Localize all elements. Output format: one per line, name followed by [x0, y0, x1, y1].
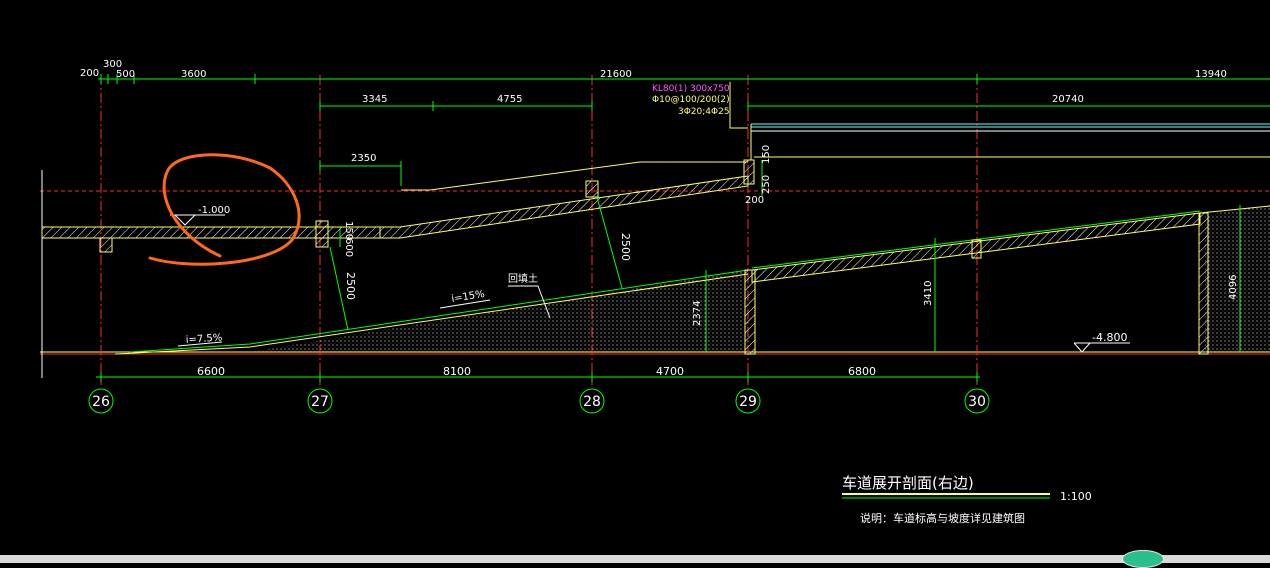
axis-bubble-27: 27 — [307, 388, 333, 414]
vdim-150-right: 150 — [761, 145, 772, 164]
svg-text:30: 30 — [968, 394, 986, 410]
bdim-4700: 4700 — [656, 365, 684, 378]
left-slab — [41, 226, 381, 239]
ramp-top-outline — [401, 161, 748, 191]
axis-bubble-29: 29 — [735, 388, 761, 414]
elevation-left: -1.000 — [198, 205, 230, 216]
bdim-6800: 6800 — [848, 365, 876, 378]
inclined-slab — [379, 175, 749, 239]
axis-bubble-30: 30 — [964, 388, 990, 414]
slope-small-arrow — [177, 341, 223, 347]
vdim-4096: 4096 — [1228, 275, 1239, 300]
bdim-8100: 8100 — [443, 365, 471, 378]
svg-text:28: 28 — [583, 394, 601, 410]
axis-bubble-26: 26 — [88, 388, 114, 414]
axis-bubble-28: 28 — [579, 388, 605, 414]
elevation-mark-right — [1073, 342, 1130, 353]
dim-3600: 3600 — [181, 69, 206, 80]
elevation-right: -4.800 — [1092, 331, 1127, 344]
beam-stub-29 — [743, 159, 755, 185]
vdim-250: 250 — [761, 175, 772, 194]
vdim-2500-left: 2500 — [344, 272, 357, 300]
status-button[interactable] — [1122, 550, 1164, 568]
beam-stub-28 — [585, 180, 599, 198]
vdim-150: 150 — [343, 221, 354, 240]
annotation-circle[interactable] — [148, 153, 301, 266]
upper-platform — [750, 123, 1270, 160]
rebar-label-main: 3Φ20;4Φ25 — [678, 107, 730, 117]
beam-stub-lower — [971, 239, 982, 259]
dim-13940: 13940 — [1195, 69, 1227, 80]
fill-leader — [508, 285, 551, 319]
dim-300: 300 — [103, 59, 122, 70]
vdim-600: 600 — [343, 238, 354, 257]
drawing-scale: 1:100 — [1060, 490, 1092, 503]
bottom-dimension-chain — [96, 372, 980, 382]
lower-ramp-line-yellow — [114, 273, 749, 355]
bdim-6600: 6600 — [197, 365, 225, 378]
vertical-dims — [329, 160, 1241, 352]
dim-2350: 2350 — [351, 153, 376, 164]
svg-text:26: 26 — [92, 394, 110, 410]
right-fill — [1205, 205, 1270, 352]
dim-3345: 3345 — [362, 94, 387, 105]
status-bar — [0, 555, 1270, 563]
slab-extension — [1199, 205, 1270, 214]
vdim-3410: 3410 — [923, 281, 934, 306]
svg-text:27: 27 — [311, 394, 329, 410]
top-dimension-chain — [98, 74, 1270, 186]
elevation-mark-left — [170, 214, 225, 226]
drawing-title: 车道展开剖面(右边) — [842, 474, 974, 492]
wall-29 — [744, 269, 756, 355]
rebar-label-stirrup: Φ10@100/200(2) — [652, 95, 730, 105]
beam-label: KL80(1) 300x750 — [652, 84, 730, 94]
lower-ramp-line-green — [129, 269, 749, 353]
beam-leader — [729, 82, 748, 129]
fill-label: 回填土 — [508, 272, 538, 285]
dim-20740: 20740 — [1052, 94, 1084, 105]
dim-500: 500 — [116, 69, 135, 80]
dim-4755: 4755 — [497, 94, 522, 105]
svg-text:29: 29 — [739, 394, 757, 410]
vdim-200: 200 — [745, 195, 764, 206]
beam-stub-26 — [99, 237, 113, 253]
vdim-2374: 2374 — [692, 301, 703, 326]
wall-right — [1198, 212, 1209, 355]
dim-21600: 21600 — [600, 69, 632, 80]
slope-main-arrow — [439, 299, 491, 309]
beam-stub-27 — [315, 220, 329, 248]
drawing-note: 说明：车道标高与坡度详见建筑图 — [860, 511, 1025, 525]
vdim-2500-mid: 2500 — [619, 233, 632, 261]
dim-200: 200 — [80, 68, 99, 79]
slope-main: i=15% — [451, 289, 486, 305]
